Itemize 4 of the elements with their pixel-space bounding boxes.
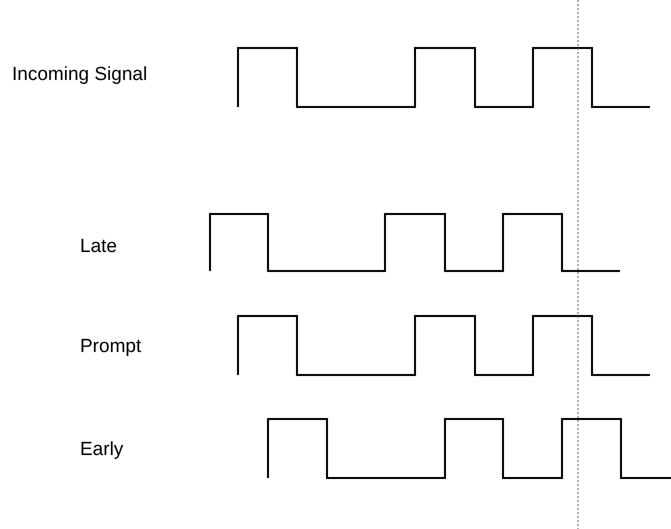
signal-label: Late	[80, 236, 117, 258]
signal-label: Prompt	[80, 336, 142, 358]
signal-label: Early	[80, 439, 124, 461]
signal-label: Incoming Signal	[12, 64, 148, 86]
